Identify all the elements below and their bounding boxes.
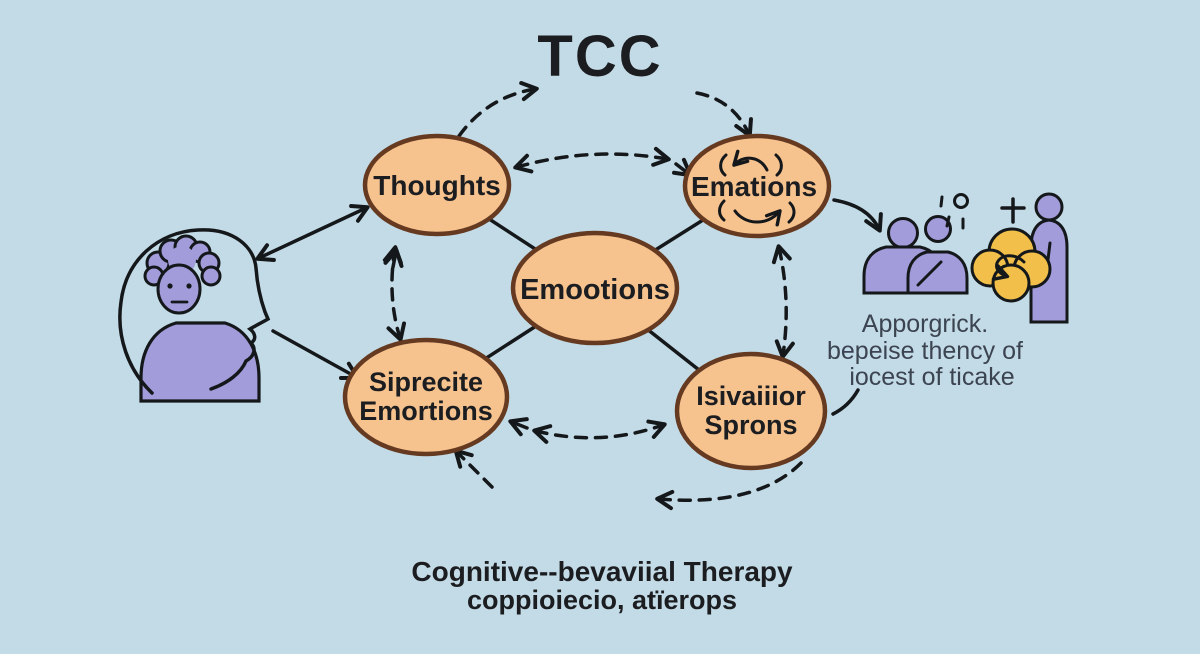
node-isivaiiior: Isivaiiior Sprons	[674, 351, 828, 471]
dashed-arrows	[382, 81, 803, 511]
side-note-line1: Apporgrick.	[862, 310, 988, 338]
siprecite-label-line1: Siprecite	[369, 367, 483, 397]
caption-line1: Cognitive--bevaviial Therapy	[411, 556, 793, 587]
arrow-head-siprecite	[271, 329, 360, 380]
person-in-head-icon	[118, 228, 271, 403]
head-profile-outline	[118, 228, 271, 395]
emootions-oval	[510, 230, 680, 346]
line-isivaiiior-sidenote	[831, 388, 860, 416]
outcome-icons	[862, 192, 1069, 324]
arrow-siprecite-isivaiiior	[532, 419, 667, 444]
thoughts-oval	[362, 133, 512, 237]
arrow-thoughts-emations	[513, 146, 671, 174]
side-note-line3: iocest of ticake	[849, 363, 1014, 391]
node-emations: Emations	[682, 133, 832, 239]
isivaiiior-label-line2: Sprons	[704, 410, 797, 440]
node-siprecite: Siprecite Emortions	[342, 337, 510, 457]
diagram-title: TCC	[537, 24, 662, 89]
emations-label: Emations	[691, 171, 817, 202]
arrow-emations-isivaiiior	[771, 244, 795, 359]
thoughts-label: Thoughts	[373, 170, 501, 201]
siprecite-oval	[342, 337, 510, 457]
arrow-thoughts-up	[457, 81, 539, 138]
side-note: Apporgrick. bepeise thency of iocest of …	[827, 310, 1023, 391]
arrow-down-to-emations	[695, 91, 753, 138]
group-cloud-arrow-icon	[970, 227, 1052, 303]
two-people-icon	[862, 215, 969, 295]
node-thoughts: Thoughts	[362, 133, 512, 237]
emootions-label: Emootions	[520, 274, 670, 306]
sparkle-icon	[939, 193, 969, 230]
isivaiiior-label-line1: Isivaiiior	[696, 381, 806, 411]
cycle-arrows-icon	[718, 149, 796, 227]
isivaiiior-oval	[674, 351, 828, 471]
siprecite-label-line2: Emortions	[359, 396, 493, 426]
arrow-head-thoughts	[255, 203, 370, 263]
node-emootions: Emootions	[510, 230, 680, 346]
inner-torso	[139, 321, 261, 403]
caption-line2: coppioiecio, atïerops	[467, 585, 737, 615]
plus-icon	[1000, 197, 1026, 224]
caption: Cognitive--bevaviial Therapy coppioiecio…	[411, 556, 793, 615]
left-eye	[167, 283, 173, 289]
extra-arrowhead-thoughts	[383, 248, 404, 269]
side-note-line2: bepeise thency of	[827, 337, 1023, 365]
arrow-isivaiiior-downleft	[655, 461, 803, 511]
right-eye	[186, 283, 192, 289]
arrow-emations-people	[832, 198, 883, 233]
solid-arrows	[255, 198, 883, 416]
arrow-up-to-siprecite	[453, 448, 494, 489]
cloud-cycle-arrow	[991, 254, 1026, 281]
extra-arrowhead-siprecite	[508, 417, 529, 437]
inner-face	[156, 263, 202, 315]
